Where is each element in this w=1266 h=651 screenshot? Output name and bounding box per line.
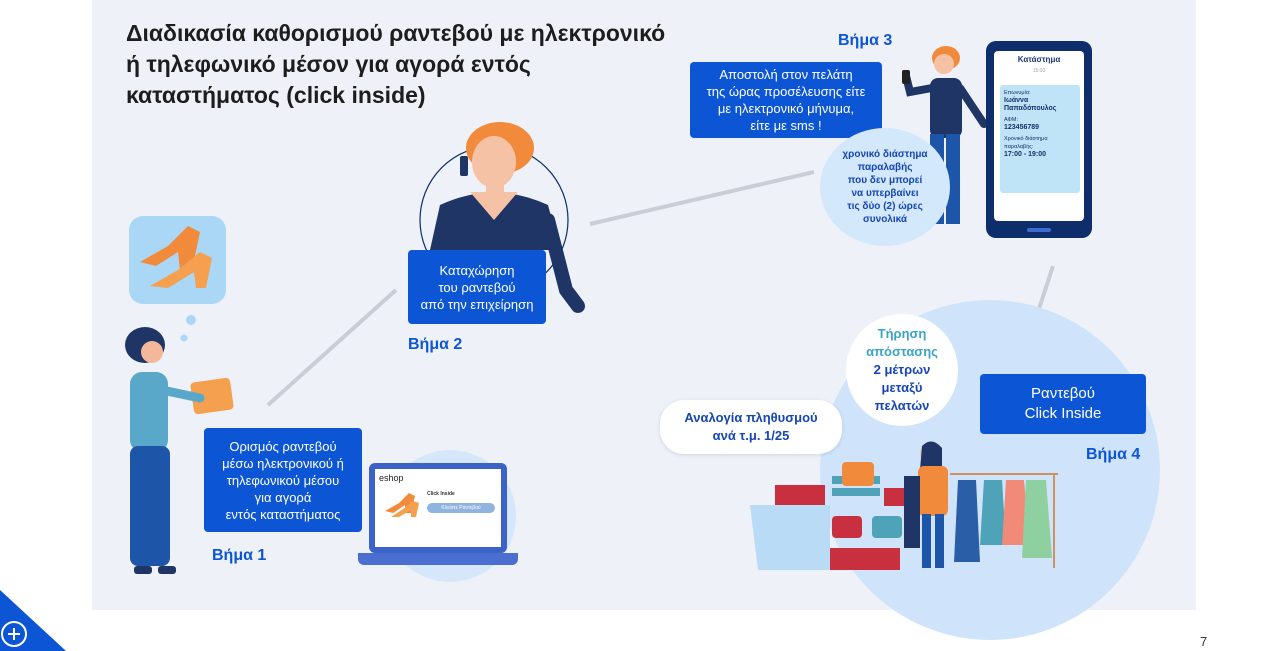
distance-bubble: Τήρηση απόστασης 2 μέτρων μεταξύ πελατών: [846, 314, 958, 426]
step1-text-line: τηλεφωνικού μέσου: [226, 472, 340, 488]
distance-line: 2 μέτρων: [873, 362, 931, 377]
sms-window-label: Χρονικό διάστημα παραλαβής:: [1004, 136, 1048, 150]
laptop-shoe-icon: [385, 493, 419, 517]
woman-with-tablet-illustration: [125, 327, 234, 574]
step1-text-line: Ορισμός ραντεβού: [229, 438, 337, 454]
step2-text-line: από την επιχείρηση: [420, 296, 534, 312]
bubble-line: που δεν μπορεί: [847, 175, 923, 186]
page-number: 7: [1200, 634, 1208, 649]
step1-box: Ορισμός ραντεβού μέσω ηλεκτρονικού ή τηλ…: [204, 428, 362, 532]
laptop-book-button[interactable]: Κλείστε Ραντεβού: [427, 503, 495, 513]
sms-name-label: Επωνυμία:: [1004, 90, 1031, 96]
step1-label: Βήμα 1: [212, 547, 267, 564]
step3-text-line: με ηλεκτρονικό μήνυμα,: [717, 101, 855, 116]
title-line-1: Διαδικασία καθορισμού ραντεβού με ηλεκτρ…: [126, 20, 666, 46]
distance-line: Τήρηση: [877, 326, 927, 341]
phone-header: Κατάστημα: [1017, 55, 1061, 64]
bubble-line: συνολικά: [862, 214, 908, 225]
step3-text-line: της ώρας προσέλευσης είτε: [706, 84, 866, 99]
ministry-logo-icon: [0, 590, 66, 651]
sms-afm-value: 123456789: [1004, 124, 1040, 131]
bubble-line: τις δύο (2) ώρες: [847, 201, 923, 212]
bubble-line: να υπερβαίνει: [851, 188, 919, 199]
step1-text-line: μέσω ηλεκτρονικού ή: [222, 455, 344, 471]
bubble-line: παραλαβής: [857, 162, 913, 173]
step2-box: Καταχώρηση του ραντεβού από την επιχείρη…: [408, 250, 546, 324]
clothing-store-illustration: [750, 441, 1058, 570]
density-pill: Αναλογία πληθυσμού ανά τ.μ. 1/25: [660, 400, 842, 454]
laptop-site-name: eshop: [379, 473, 404, 483]
connector-line-1-2: [266, 288, 398, 407]
step4-text-line: Ραντεβού: [1031, 385, 1095, 402]
step3-box: Αποστολή στον πελάτη της ώρας προσέλευση…: [690, 62, 882, 138]
laptop-heading: Click Inside: [427, 491, 455, 497]
laptop-screen: eshop Click Inside Κλείστε Ραντεβού: [369, 463, 507, 553]
distance-line: πελατών: [874, 398, 930, 413]
distance-line: απόστασης: [866, 344, 938, 359]
connector-line-2-3: [589, 170, 815, 226]
step1-text-line: για αγορά: [254, 489, 312, 505]
phone-home-bar: [1027, 228, 1051, 232]
distance-line: μεταξύ: [881, 380, 923, 395]
step1-text-line: εντός καταστήματος: [225, 506, 341, 522]
step3-label: Βήμα 3: [838, 32, 893, 49]
sms-afm-label: ΑΦΜ:: [1004, 117, 1019, 123]
title-line-2: ή τηλεφωνικό μέσον για αγορά εντός: [126, 51, 531, 77]
laptop-display: eshop Click Inside Κλείστε Ραντεβού: [375, 469, 501, 547]
page-title: Διαδικασία καθορισμού ραντεβού με ηλεκτρ…: [126, 18, 726, 111]
step4-text-line: Click Inside: [1024, 405, 1102, 422]
title-line-3: καταστήματος (click inside): [126, 82, 426, 108]
laptop-base: [358, 553, 518, 565]
smartphone: Κατάστημα 15:00 Επωνυμία: Ιωάννα Παπαδόπ…: [986, 41, 1092, 238]
step3-text-line: Αποστολή στον πελάτη: [719, 67, 853, 82]
step2-text-line: του ραντεβού: [438, 279, 516, 295]
step4-label: Βήμα 4: [1086, 446, 1141, 463]
step2-label: Βήμα 2: [408, 336, 463, 353]
step2-text-line: Καταχώρηση: [439, 262, 515, 278]
woman-on-phone-illustration: [430, 122, 585, 313]
phone-screen: Κατάστημα 15:00 Επωνυμία: Ιωάννα Παπαδόπ…: [994, 51, 1084, 221]
pickup-window-bubble: χρονικό διάστημα παραλαβής που δεν μπορε…: [820, 128, 950, 246]
sms-window-value: 17:00 - 19:00: [1004, 151, 1047, 158]
step3-text-line: είτε με sms !: [750, 118, 822, 133]
sms-name-value: Ιωάννα Παπαδόπουλος: [1004, 97, 1057, 112]
sms-message: Επωνυμία: Ιωάννα Παπαδόπουλος ΑΦΜ: 12345…: [1000, 85, 1080, 193]
phone-time: 15:00: [1032, 68, 1046, 74]
step4-box: Ραντεβού Click Inside: [980, 374, 1146, 434]
density-line: ανά τ.μ. 1/25: [712, 428, 790, 443]
bubble-line: χρονικό διάστημα: [842, 149, 928, 160]
density-line: Αναλογία πληθυσμού: [684, 410, 818, 425]
